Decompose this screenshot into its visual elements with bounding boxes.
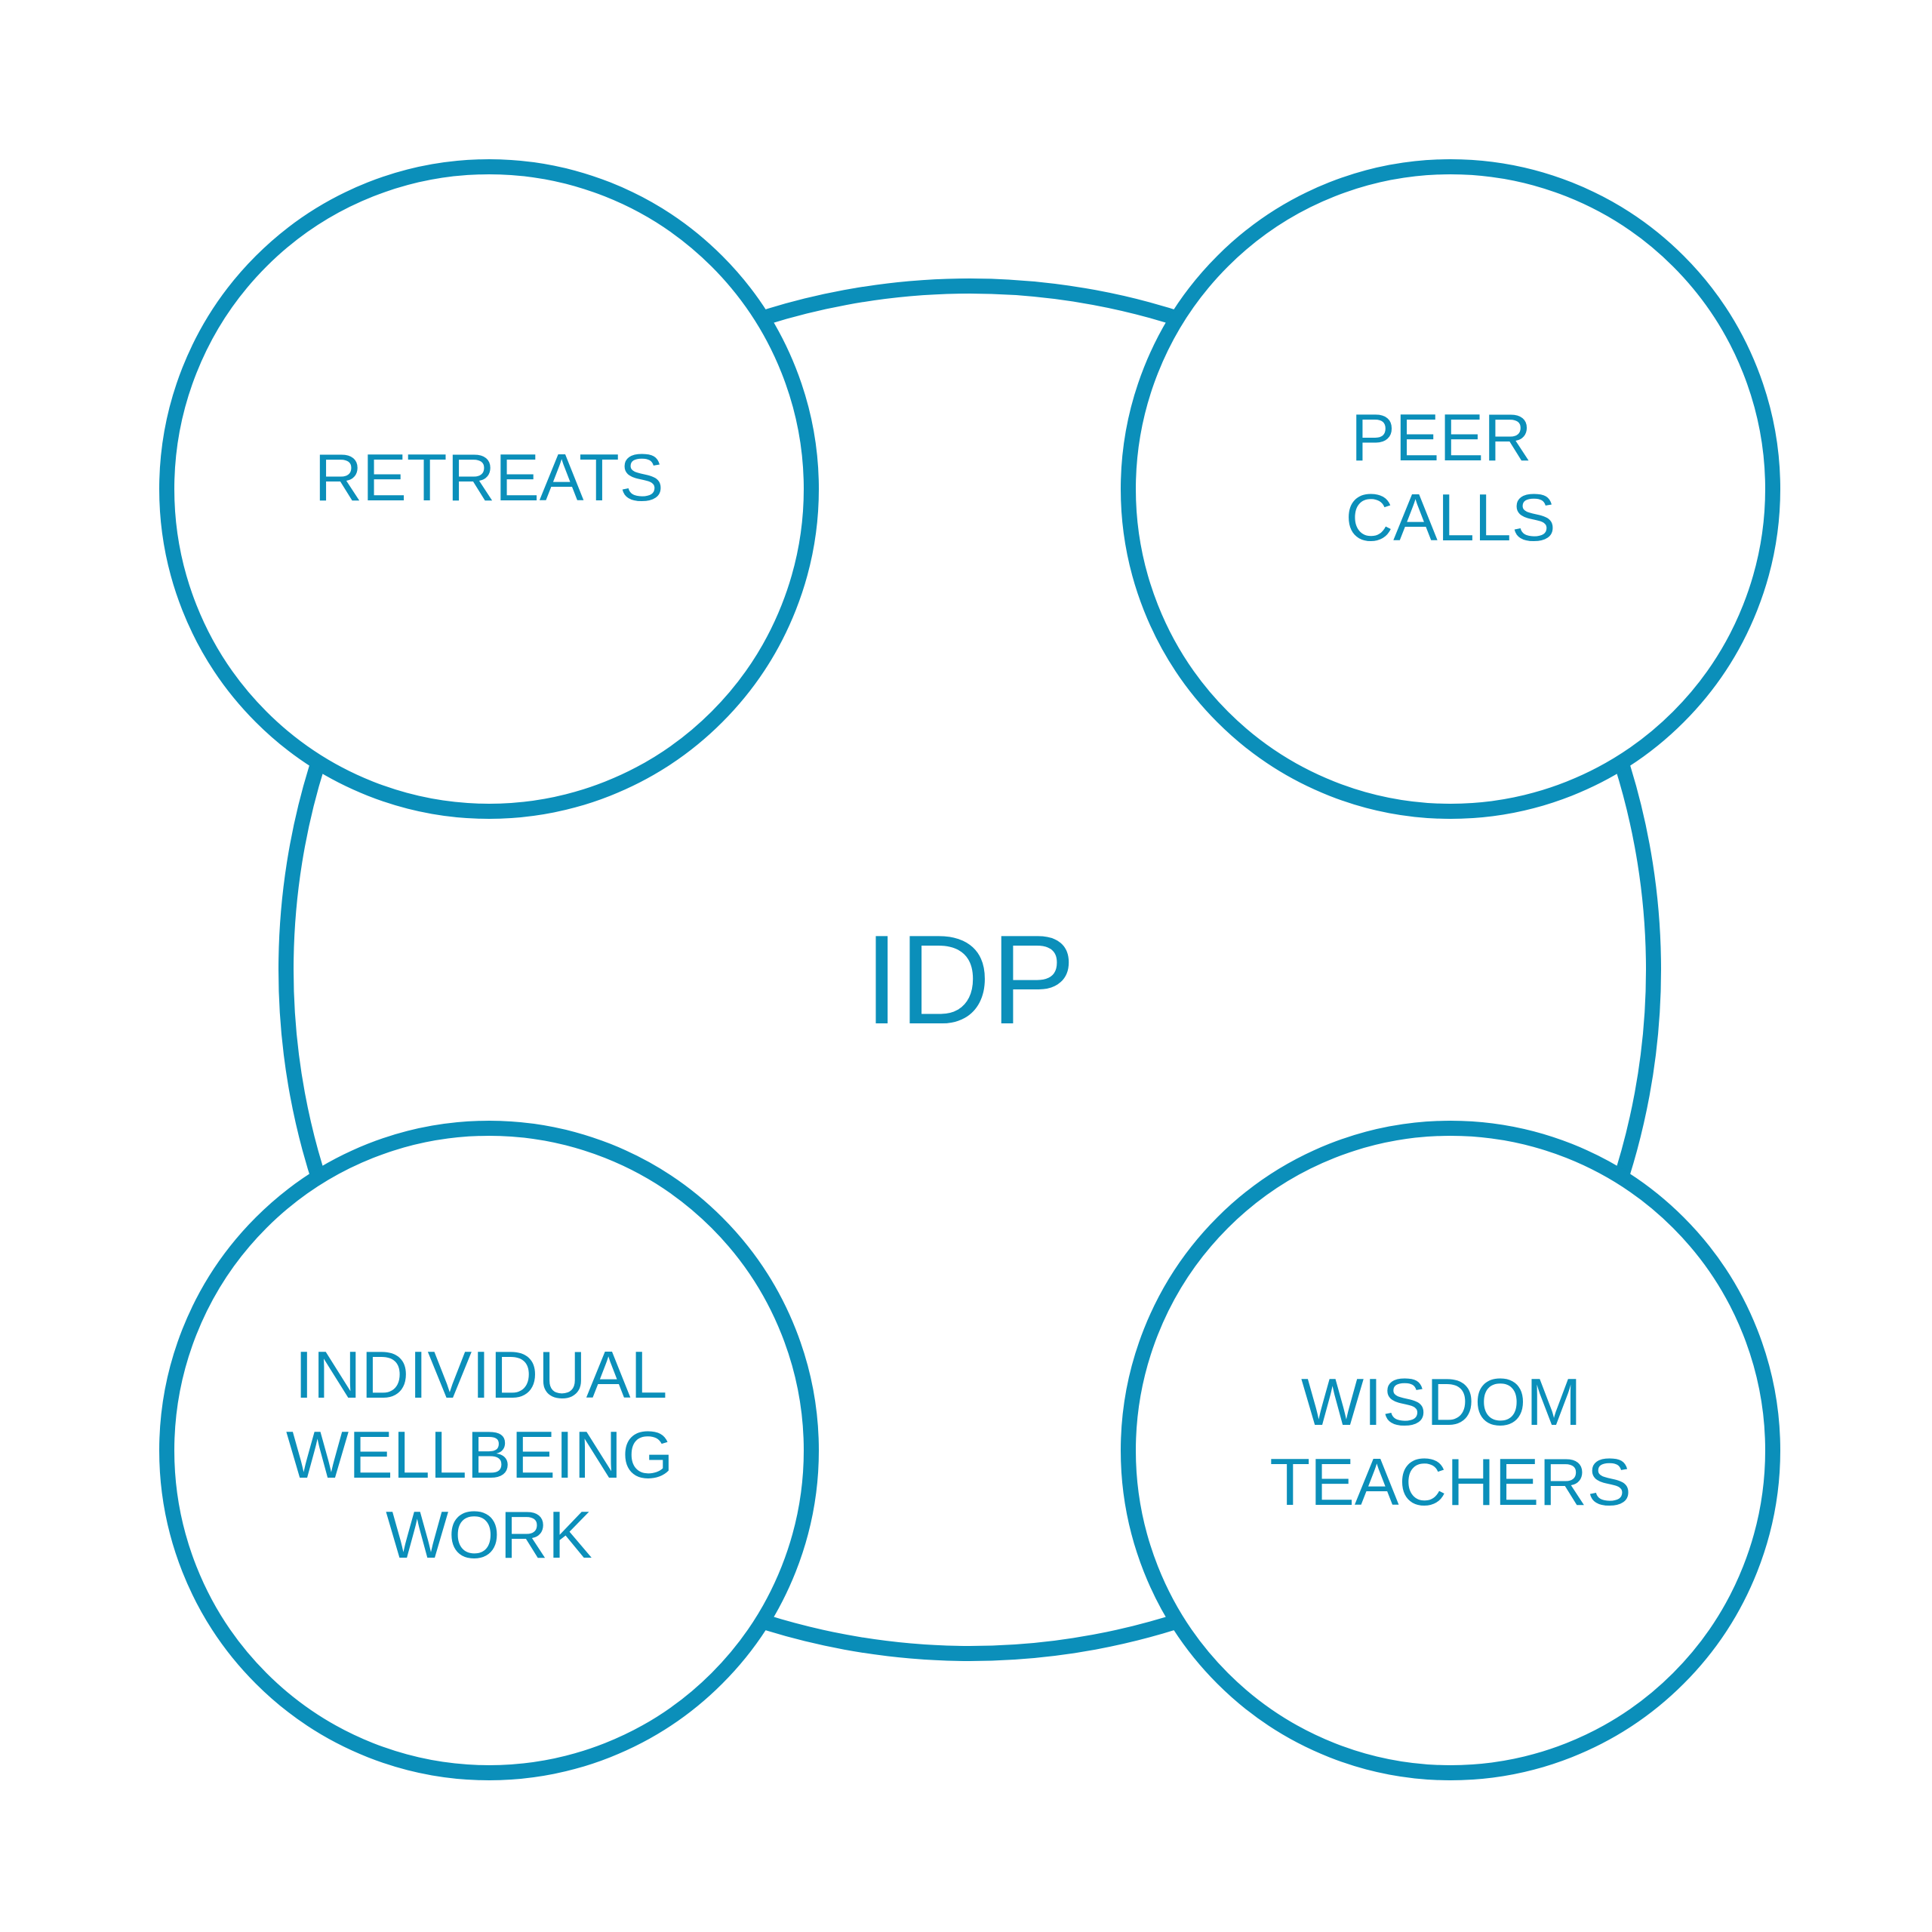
node-label-wisdom-teachers: WISDOM TEACHERS	[1269, 1364, 1631, 1519]
node-label-peer-calls: PEER CALLS	[1346, 400, 1556, 555]
node-label-line: RETREATS	[315, 440, 664, 515]
node-peer-calls: PEER CALLS	[1121, 159, 1780, 819]
node-label-line: WISDOM	[1301, 1364, 1582, 1439]
node-retreats: RETREATS	[159, 159, 819, 819]
node-label-line: TEACHERS	[1269, 1444, 1631, 1519]
node-label-line: WELLBEING	[286, 1417, 673, 1492]
node-label-line: INDIVIDUAL	[294, 1337, 666, 1412]
center-label: IDP	[864, 909, 1075, 1051]
node-wisdom-teachers: WISDOM TEACHERS	[1121, 1121, 1780, 1780]
node-individual-wellbeing-work: INDIVIDUAL WELLBEING WORK	[159, 1121, 819, 1780]
node-label-line: PEER	[1351, 400, 1532, 475]
node-label-line: CALLS	[1346, 480, 1556, 555]
node-label-individual-wellbeing-work: INDIVIDUAL WELLBEING WORK	[286, 1337, 692, 1572]
node-label-retreats: RETREATS	[315, 440, 664, 515]
node-circle-peer-calls	[1121, 159, 1780, 819]
node-circle-individual-wellbeing-work	[159, 1121, 819, 1780]
node-label-line: WORK	[386, 1497, 592, 1572]
node-circle-wisdom-teachers	[1121, 1121, 1780, 1780]
node-circle-retreats	[159, 159, 819, 819]
